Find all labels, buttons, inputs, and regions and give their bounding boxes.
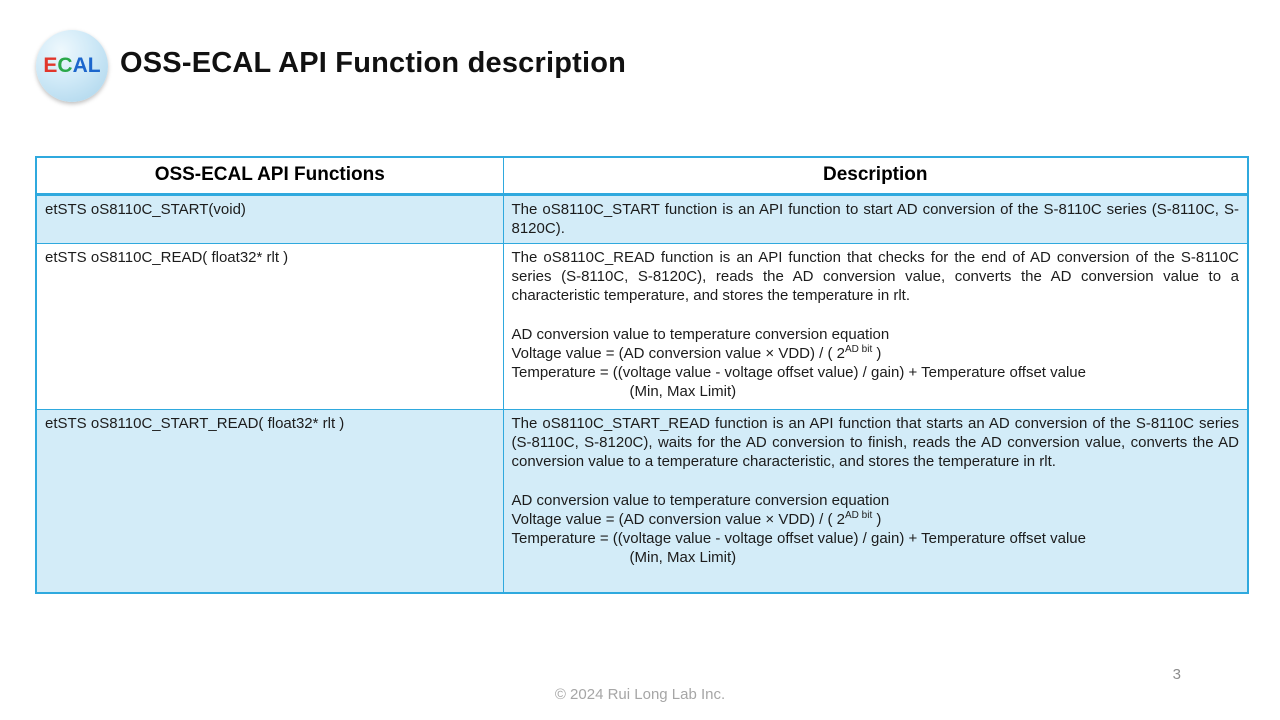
description-cell: The oS8110C_START_READ function is an AP… [502, 408, 1249, 594]
table-row: etSTS oS8110C_READ( float32* rlt )The oS… [35, 242, 1249, 410]
logo-letter: C [57, 54, 73, 77]
description-cell: The oS8110C_READ function is an API func… [502, 242, 1249, 410]
spacer-line [512, 472, 1240, 491]
table-row: etSTS oS8110C_START_READ( float32* rlt )… [35, 408, 1249, 594]
description-line: AD conversion value to temperature conve… [511, 491, 890, 509]
ecal-logo-text: ECAL [43, 54, 100, 78]
logo-letter: E [43, 54, 58, 77]
description-line: AD conversion value to temperature conve… [511, 325, 890, 343]
page-title: OSS-ECAL API Function description [120, 47, 627, 79]
function-cell: etSTS oS8110C_START_READ( float32* rlt ) [35, 408, 504, 594]
description-line: (Min, Max Limit) [629, 549, 737, 567]
api-function-table: OSS-ECAL API Functions Description etSTS… [35, 156, 1249, 595]
table-row: etSTS oS8110C_START(void)The oS8110C_STA… [35, 193, 1249, 244]
footer-copyright: © 2024 Rui Long Lab Inc. [554, 686, 726, 703]
description-paragraph: The oS8110C_READ function is an API func… [511, 248, 1240, 305]
table-header: OSS-ECAL API Functions Description [35, 156, 1249, 196]
description-cell: The oS8110C_START function is an API fun… [502, 193, 1249, 244]
column-header-functions: OSS-ECAL API Functions [35, 156, 504, 196]
spacer-line [512, 306, 1240, 325]
description-paragraph: The oS8110C_START_READ function is an AP… [511, 414, 1240, 471]
logo-letter: L [87, 54, 101, 77]
page-number: 3 [1172, 666, 1181, 683]
description-line: Temperature = ((voltage value - voltage … [511, 529, 1087, 547]
function-cell: etSTS oS8110C_READ( float32* rlt ) [35, 242, 504, 410]
formula-line: Voltage value = (AD conversion value × V… [511, 509, 882, 528]
column-header-description: Description [502, 156, 1249, 196]
ecal-logo: ECAL [36, 30, 108, 102]
formula-line: Voltage value = (AD conversion value × V… [511, 343, 882, 362]
function-cell: etSTS oS8110C_START(void) [35, 193, 504, 244]
logo-letter: A [72, 54, 88, 77]
table-header-row: OSS-ECAL API Functions Description [35, 156, 1249, 196]
api-table-body: etSTS oS8110C_START(void)The oS8110C_STA… [35, 193, 1249, 594]
description-line: (Min, Max Limit) [629, 383, 737, 401]
description-paragraph: The oS8110C_START function is an API fun… [511, 200, 1240, 237]
description-line: Temperature = ((voltage value - voltage … [511, 363, 1087, 381]
